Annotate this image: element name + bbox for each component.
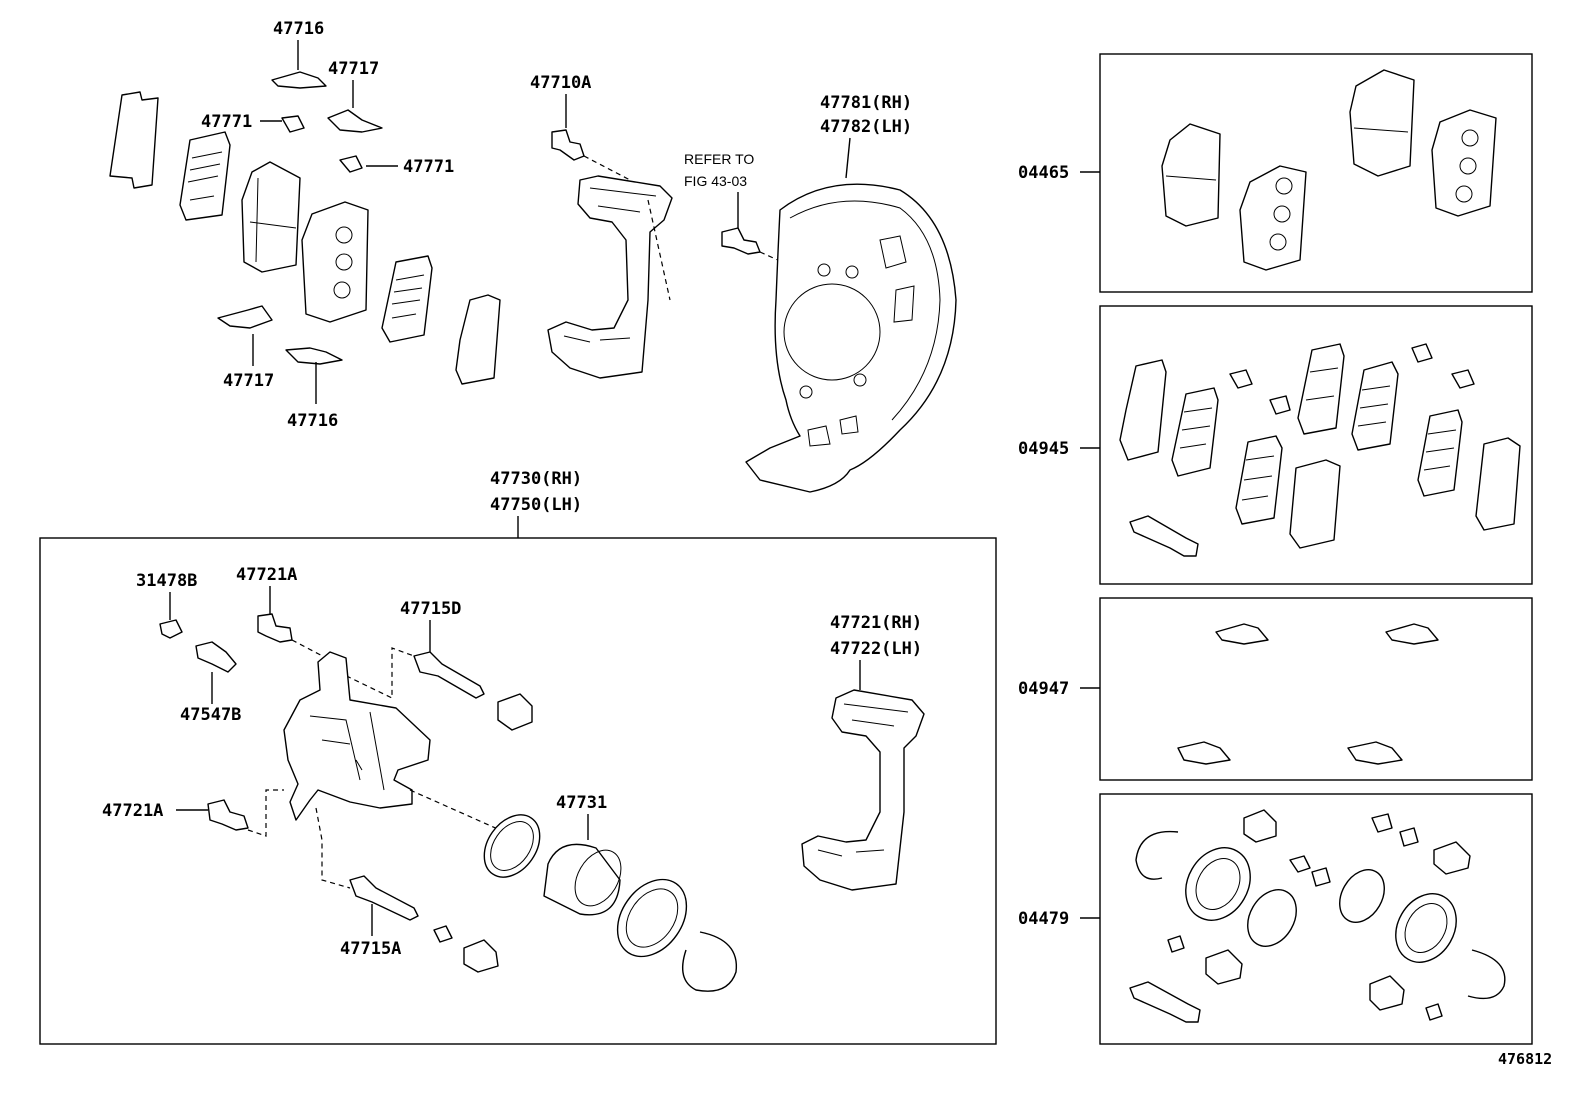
label-47731: 47731 xyxy=(556,793,607,813)
cylinder-piston xyxy=(543,843,621,916)
slide-pin-47715a-icon xyxy=(349,875,419,921)
cylinder-boot-icon xyxy=(616,878,688,958)
grease-tube-icon xyxy=(1129,515,1199,557)
label-47750-lh: 47750(LH) xyxy=(490,495,582,515)
outer-shim-1 xyxy=(109,91,159,189)
caliper-assembly-group: 47730(RH) 47750(LH) 31478B 47721A 47547B… xyxy=(39,469,997,1045)
label-47781-rh: 47781(RH) xyxy=(820,93,912,113)
label-47717-bottom: 47717 xyxy=(223,371,274,391)
set-ring-icon xyxy=(682,931,738,992)
brake-pad-outer xyxy=(241,161,301,273)
kit-box-04947 xyxy=(1099,597,1533,781)
pad-support-spring-top xyxy=(327,109,383,133)
label-47771-a: 47771 xyxy=(201,112,252,132)
label-04465: 04465 xyxy=(1018,163,1069,183)
label-47716-top: 47716 xyxy=(273,19,324,39)
label-47721-rh: 47721(RH) xyxy=(830,613,922,633)
label-47721a-left: 47721A xyxy=(102,801,163,821)
bolt-47721a-left-icon xyxy=(207,799,249,831)
piston-seal-icon xyxy=(483,814,541,878)
slide-pin-47715d-icon xyxy=(413,651,485,699)
caliper-assembly-box xyxy=(39,537,997,1045)
caliper-bracket-bottom xyxy=(801,689,925,891)
caliper-cylinder xyxy=(283,651,431,821)
pad-support-plate-top xyxy=(271,71,327,89)
grease-tube-2-icon xyxy=(1129,981,1201,1023)
kit-box-04479 xyxy=(1099,793,1533,1045)
refer-note-line2: FIG 43-03 xyxy=(684,173,747,189)
disc-dust-cover xyxy=(745,183,957,493)
label-47715d: 47715D xyxy=(400,599,461,619)
label-47730-rh: 47730(RH) xyxy=(490,469,582,489)
label-47710a: 47710A xyxy=(530,73,591,93)
kit-box-04465 xyxy=(1099,53,1533,293)
label-31478b: 31478B xyxy=(136,571,197,591)
label-04945: 04945 xyxy=(1018,439,1069,459)
inner-shim-1 xyxy=(179,131,231,221)
refer-note-line1: REFER TO xyxy=(684,151,754,167)
label-47715a: 47715A xyxy=(340,939,401,959)
label-47721a-top: 47721A xyxy=(236,565,297,585)
kit-box-04945 xyxy=(1099,305,1533,585)
anti-rattle-clip-a xyxy=(281,115,305,133)
bolt-47721a-top-icon xyxy=(257,613,293,643)
kit-boxes-group: 04465 04945 04947 xyxy=(1018,53,1533,1045)
label-04947: 04947 xyxy=(1018,679,1069,699)
pin-boot-bottom-icon xyxy=(463,939,499,973)
label-47782-lh: 47782(LH) xyxy=(820,117,912,137)
caliper-bracket-top xyxy=(547,175,673,379)
bushing-icon xyxy=(433,925,453,943)
label-47716-bottom: 47716 xyxy=(287,411,338,431)
bolt-47710a-icon xyxy=(551,129,585,161)
label-47771-b: 47771 xyxy=(403,157,454,177)
label-04479: 04479 xyxy=(1018,909,1069,929)
pad-support-spring-bottom xyxy=(217,305,273,329)
pad-kit-group: 47716 47717 47771 47771 47717 47716 xyxy=(109,19,501,431)
pin-boot-top-icon xyxy=(497,693,533,731)
brake-pad-inner xyxy=(301,201,369,323)
label-47717-top: 47717 xyxy=(328,59,379,79)
label-47722-lh: 47722(LH) xyxy=(830,639,922,659)
dust-cover-group: REFER TO FIG 43-03 47781(RH) 47782(LH) xyxy=(684,93,957,493)
figure-number: 476812 xyxy=(1498,1050,1552,1068)
pad-support-plate-bottom xyxy=(285,347,343,365)
anti-rattle-clip-b xyxy=(339,155,363,173)
label-47547b: 47547B xyxy=(180,705,241,725)
bleeder-cap-icon xyxy=(159,619,183,639)
bolt-refer-fig-icon xyxy=(721,227,761,255)
mounting-bracket-top-group: 47710A xyxy=(530,73,673,379)
inner-shim-2 xyxy=(381,255,433,343)
bleeder-plug-icon xyxy=(195,641,237,673)
outer-shim-2 xyxy=(455,294,501,385)
